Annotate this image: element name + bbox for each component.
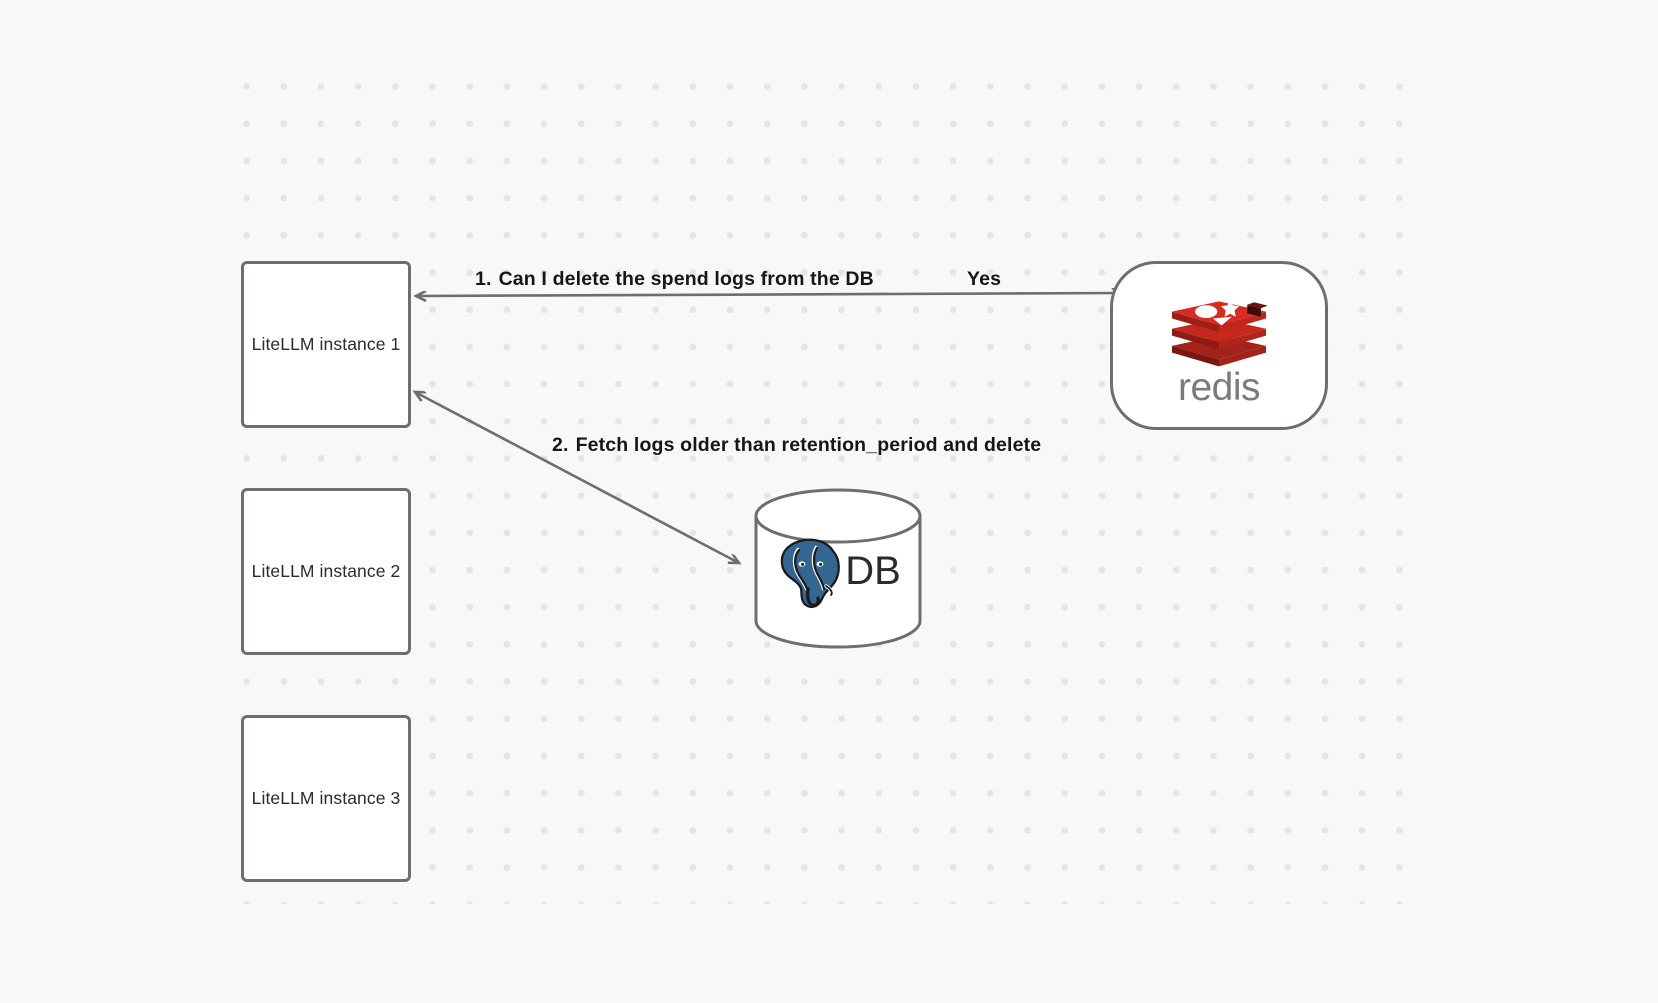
db-label-group: DB [752,487,924,650]
edge-label-step-1-text: Can I delete the spend logs from the DB [498,268,874,290]
edge-label-reply-yes: Yes [967,268,1002,290]
node-litellm-instance-2[interactable]: LiteLLM instance 2 [241,488,411,655]
edge-label-step-1: 1. Can I delete the spend logs from the D… [475,268,874,291]
node-litellm-instance-1[interactable]: LiteLLM instance 1 [241,261,411,428]
edge-label-step-1-number: 1. [475,268,492,290]
node-litellm-instance-3-label: LiteLLM instance 3 [251,788,401,808]
redis-wordmark: redis [1177,366,1261,410]
node-litellm-instance-1-label: LiteLLM instance 1 [251,334,401,354]
db-text-label: DB [845,548,901,593]
node-litellm-instance-3[interactable]: LiteLLM instance 3 [241,715,411,882]
edge-litellm1-redis [416,293,1122,296]
node-redis[interactable]: redis [1110,261,1328,430]
redis-logo-icon: redis [1149,286,1289,410]
postgresql-elephant-icon [780,538,841,608]
edge-label-step-2-number: 2. [552,434,569,456]
edge-label-step-2: 2. Fetch logs older than retention_period… [552,434,1041,457]
edge-litellm1-db [415,392,739,563]
edge-label-step-2-text: Fetch logs older than retention_period a… [575,434,1042,456]
node-db[interactable]: DB [752,487,924,650]
node-litellm-instance-2-label: LiteLLM instance 2 [251,561,401,581]
